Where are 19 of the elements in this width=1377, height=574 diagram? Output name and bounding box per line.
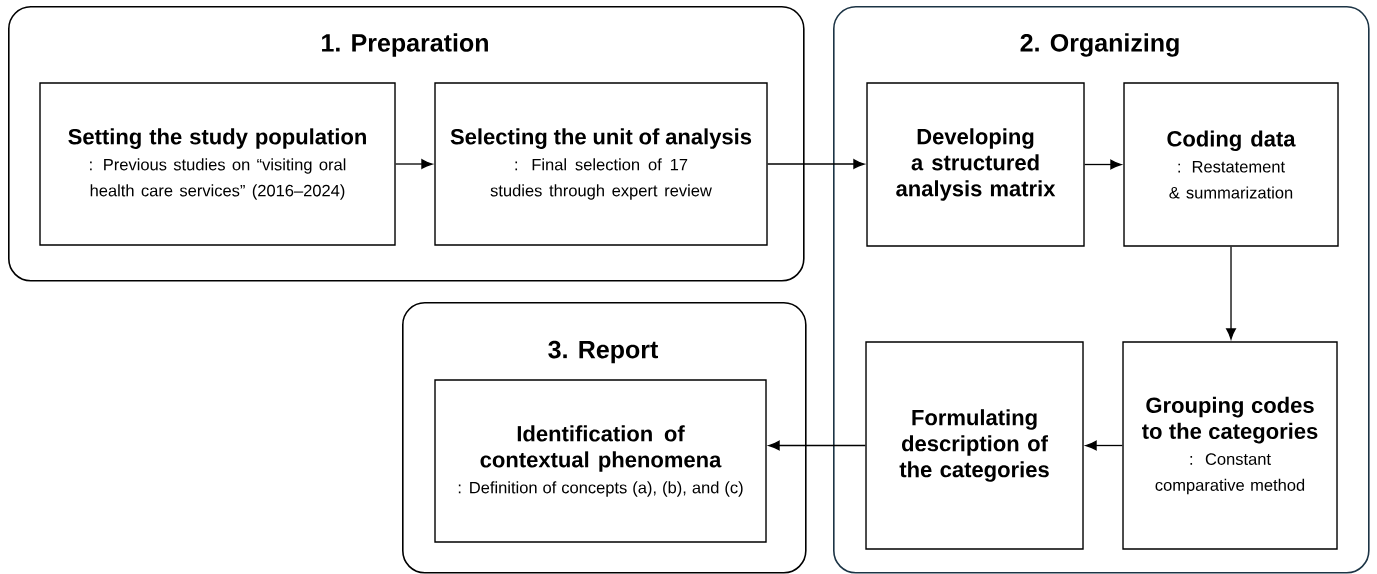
arrow xyxy=(767,159,865,169)
stage-panel xyxy=(8,6,805,282)
stage-title: 3. Report xyxy=(548,340,658,364)
stage-title: 2. Organizing xyxy=(1020,33,1179,57)
process-box: Developing a structured analysis matrix xyxy=(866,82,1085,247)
process-box: Formulating description of the categories xyxy=(865,341,1084,550)
arrow xyxy=(395,159,433,169)
process-box: Setting the study population : Previous studies on “visiting oral health care services” (2016–2024) xyxy=(39,82,396,246)
arrow xyxy=(768,440,866,451)
process-box: Coding data : Restatement & summarization xyxy=(1123,82,1339,247)
stage-title: 1. Preparation xyxy=(322,33,488,57)
process-box: Grouping codes to the categories : Constant comparative method xyxy=(1122,341,1338,550)
arrow xyxy=(1084,159,1122,170)
process-box: Identification of contextual phenomena : Definition of concepts (a), (b), and (c) xyxy=(434,379,767,543)
stage-panel xyxy=(402,302,807,574)
arrow xyxy=(1226,246,1236,340)
process-box: Selecting the unit of analysis : Final selection of 17 studies through expert review xyxy=(434,82,768,246)
stage-panel xyxy=(833,6,1370,574)
arrow xyxy=(1085,440,1123,451)
